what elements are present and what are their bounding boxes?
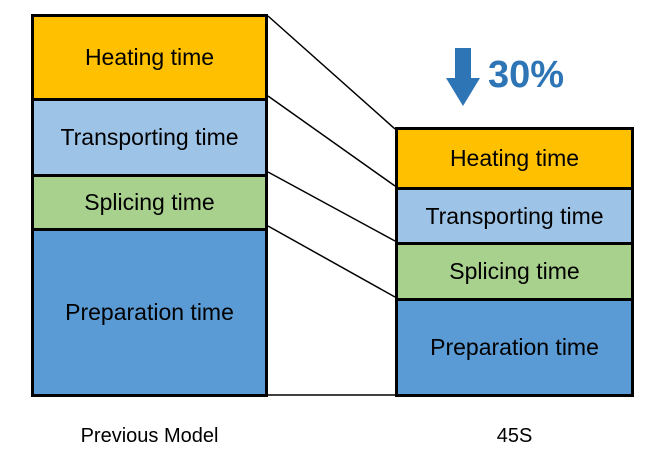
preparation-label: Preparation time <box>430 334 599 360</box>
heating-label: Heating time <box>84 44 215 70</box>
preparation-segment: Preparation time <box>398 298 631 394</box>
splicing-segment: Splicing time <box>34 174 265 228</box>
previous-model-stack: Heating time Transporting time Splicing … <box>31 14 268 397</box>
heating-segment: Heating time <box>34 17 265 98</box>
down-arrow-icon <box>446 48 480 106</box>
splicing-label: Splicing time <box>449 258 580 284</box>
splicing-label: Splicing time <box>84 189 215 215</box>
heating-segment: Heating time <box>398 130 631 187</box>
new-model-stack: Heating time Transporting time Splicing … <box>395 127 634 397</box>
transporting-label: Transporting time <box>60 124 239 150</box>
connector-top <box>267 15 396 130</box>
transporting-segment: Transporting time <box>34 98 265 174</box>
down-arrow-shape <box>446 48 480 106</box>
preparation-segment: Preparation time <box>34 228 265 394</box>
preparation-label: Preparation time <box>65 299 234 325</box>
splicing-segment: Splicing time <box>398 242 631 298</box>
connector-splicing-preparation <box>267 225 396 298</box>
heating-label: Heating time <box>449 145 580 171</box>
reduction-percentage: 30% <box>488 54 565 96</box>
connector-transporting-splicing <box>267 171 396 242</box>
new-model-caption: 45S <box>496 425 533 447</box>
previous-model-caption: Previous Model <box>80 425 219 447</box>
transporting-label: Transporting time <box>425 202 604 229</box>
connector-heating-transporting <box>267 95 396 187</box>
transporting-segment: Transporting time <box>398 187 631 242</box>
